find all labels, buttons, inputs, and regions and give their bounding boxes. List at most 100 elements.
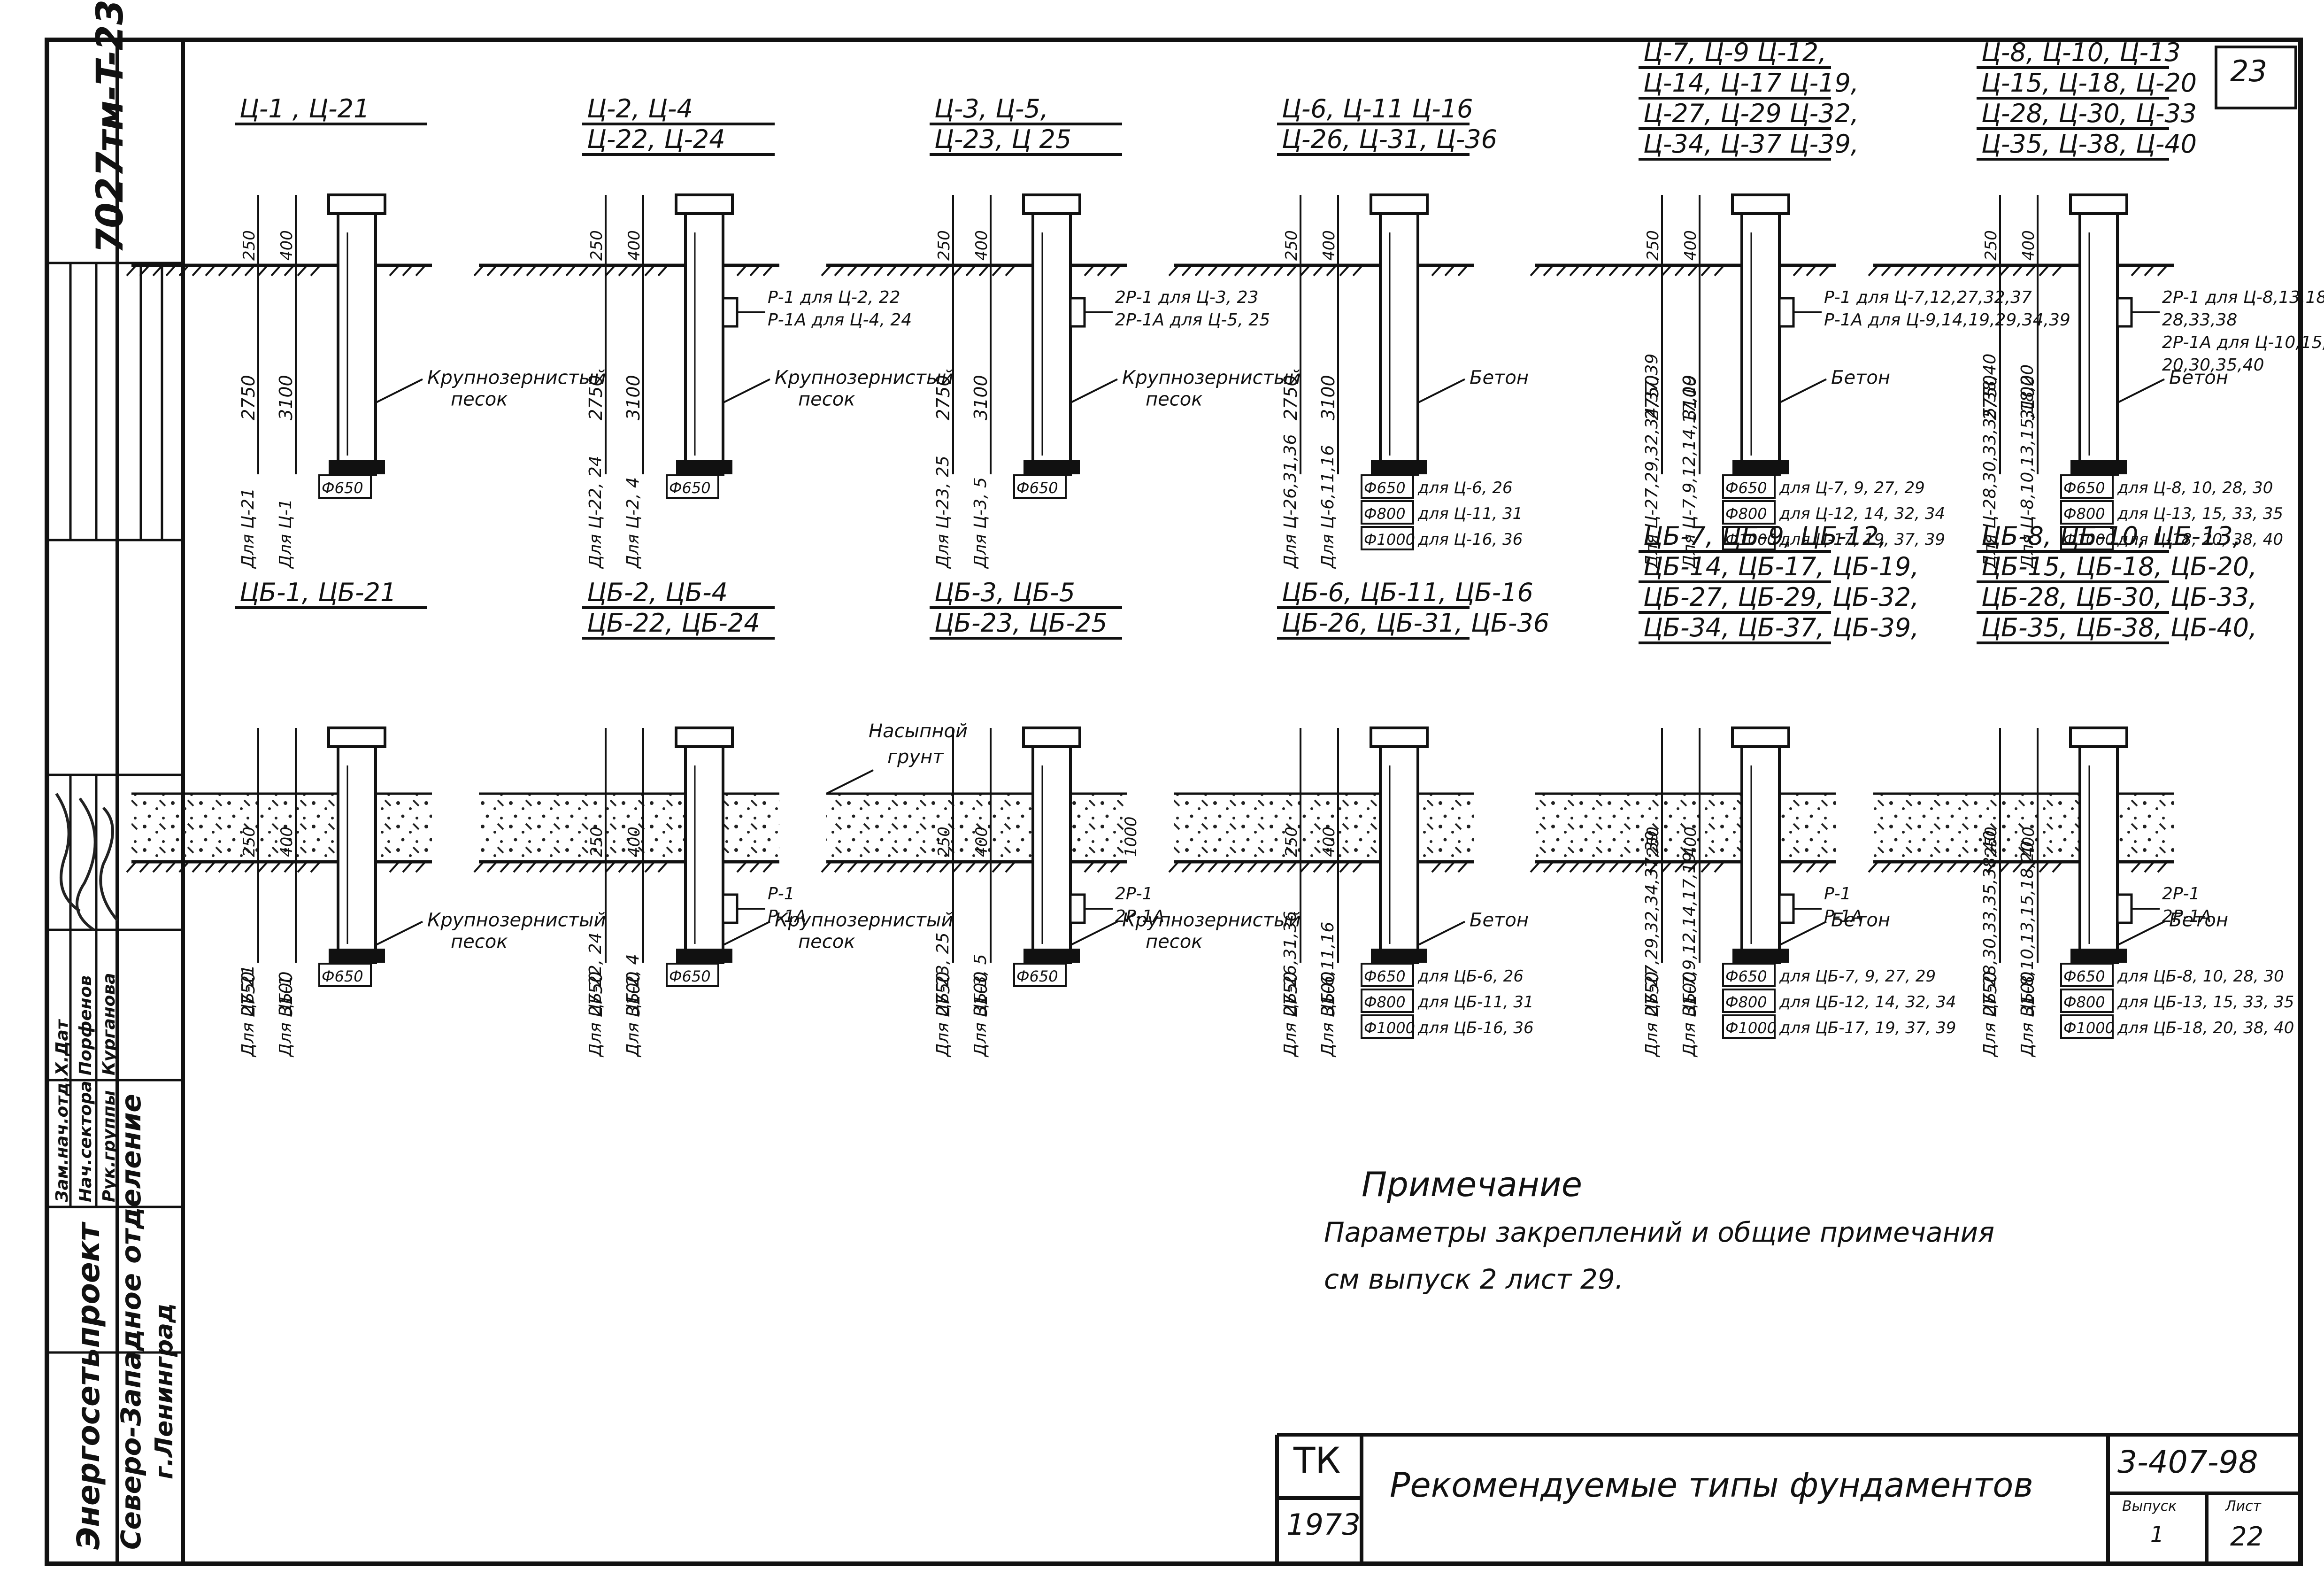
ground-hatch <box>1622 264 1633 277</box>
pile-head <box>1022 193 1081 215</box>
applicability-label: Для ЦБ-27,29,32,34,37,39 <box>1642 830 1662 1058</box>
rigel-label: Р-1А <box>1824 907 1862 926</box>
ground-hatch <box>834 861 845 873</box>
foundation-panel: ЦБ-7, ЦБ-9, ЦБ-12,ЦБ-14, ЦБ-17, ЦБ-19,ЦБ… <box>1530 521 1956 1058</box>
applicability-label: Для ЦБ-2, 4 <box>623 954 643 1058</box>
ground-hatch <box>618 264 629 277</box>
rigel-label: 2Р-1 для Ц-3, 23 <box>1115 288 1259 307</box>
project-code: 7027тм-T-23 <box>89 0 131 254</box>
ground-hatch <box>886 861 898 873</box>
ground-hatch <box>1530 264 1541 277</box>
dim-label: 3100 <box>1318 971 1339 1017</box>
diameter-label: Ф650 <box>1725 967 1767 985</box>
dim-label: 2750 <box>1980 971 2001 1017</box>
material-label: Крупнозернистый <box>1122 367 1301 389</box>
ground-hatch <box>1569 861 1580 873</box>
diameter-label: Ф800 <box>2063 505 2105 523</box>
ground-hatch <box>310 264 321 277</box>
diameter-label: Ф650 <box>1016 967 1058 985</box>
material-label: Бетон <box>1831 367 1890 389</box>
ground-hatch <box>1894 861 1905 873</box>
diameter-box <box>1361 474 1414 499</box>
panel-title: ЦБ-27, ЦБ-29, ЦБ-32, <box>1643 582 1919 612</box>
ground-hatch <box>900 861 911 873</box>
diameter-note: для ЦБ-16, 36 <box>1417 1019 1534 1037</box>
ground-hatch <box>244 264 255 277</box>
diameter-box <box>2060 500 2114 525</box>
diameter-box <box>1361 989 1414 1013</box>
panel-title: ЦБ-15, ЦБ-18, ЦБ-20, <box>1981 552 2257 581</box>
ground-hatch <box>1444 264 1455 277</box>
ground-hatch <box>1960 861 1971 873</box>
diameter-label: Ф1000 <box>1364 1019 1415 1037</box>
diameter-label: Ф650 <box>1725 479 1767 497</box>
diameter-box <box>1722 963 1776 987</box>
material-label: песок <box>451 389 508 410</box>
ground-hatch <box>1543 861 1554 873</box>
ground-hatch <box>389 264 400 277</box>
ground-hatch <box>821 861 832 873</box>
rigel-block <box>1069 297 1086 328</box>
fill-soil-label: Насыпной <box>869 720 968 742</box>
ground-hatch <box>1907 264 1918 277</box>
ground-hatch <box>657 861 669 873</box>
sheet-number: 22 <box>2230 1522 2264 1552</box>
diameter-label: Ф800 <box>2063 993 2105 1011</box>
fill-layer <box>1174 794 1474 862</box>
ground-hatch <box>1595 861 1607 873</box>
ground-hatch <box>1234 861 1245 873</box>
material-label: Бетон <box>1470 910 1529 931</box>
panel-title: ЦБ-35, ЦБ-38, ЦБ-40, <box>1981 613 2257 642</box>
fill-layer <box>479 794 779 862</box>
dim-label: 250 <box>1282 827 1301 857</box>
ground-hatch <box>152 264 163 277</box>
ground-hatch <box>402 264 413 277</box>
ground-hatch <box>749 861 761 873</box>
dim-label: 250 <box>587 230 606 261</box>
diameter-note: для Ц-16, 36 <box>1417 530 1523 549</box>
diameter-label: Ф800 <box>1364 505 1406 523</box>
ground-hatch <box>762 861 774 873</box>
diameter-label: Ф650 <box>322 967 363 985</box>
org-name: Энергосетьпроект <box>70 1223 107 1550</box>
ground-hatch <box>913 264 924 277</box>
diameter-label: Ф650 <box>1016 479 1058 497</box>
ground-hatch <box>1300 264 1311 277</box>
applicability-label: Для ЦБ-8,10,13,15,18,20 <box>2018 841 2037 1058</box>
material-leader <box>375 920 423 946</box>
ground-hatch <box>2144 861 2155 873</box>
ground-hatch <box>270 861 282 873</box>
ground-hatch <box>1326 861 1337 873</box>
diameter-note: для ЦБ-11, 31 <box>1417 993 1534 1012</box>
ground-hatch <box>1234 264 1245 277</box>
diameter-box <box>1722 1014 1776 1039</box>
ground-hatch <box>205 861 216 873</box>
panel-title: Ц-23, Ц 25 <box>934 124 1071 154</box>
ground-hatch <box>1221 861 1232 873</box>
panel-title: ЦБ-23, ЦБ-25 <box>934 608 1108 638</box>
rigel-label: Р-1А <box>768 907 806 926</box>
ground-hatch <box>1556 861 1567 873</box>
ground-hatch <box>860 861 871 873</box>
ground-hatch <box>1999 264 2010 277</box>
issue-label: Выпуск <box>2122 1498 2177 1515</box>
dim-label: 2750 <box>1280 971 1301 1017</box>
org-city: г.Ленинград <box>150 1303 178 1479</box>
ground-hatch <box>1806 861 1817 873</box>
ground-hatch <box>2025 264 2037 277</box>
ground-hatch <box>1933 861 1945 873</box>
ground-hatch <box>1674 861 1685 873</box>
fill-layer <box>131 794 432 862</box>
rigel-label: 2Р-1 <box>1115 884 1153 904</box>
panel-title: Ц-1 , Ц-21 <box>239 94 369 124</box>
diameter-label: Ф800 <box>1725 993 1767 1011</box>
ground-hatch <box>1819 861 1830 873</box>
ground-hatch <box>1286 264 1298 277</box>
ground-hatch <box>873 264 885 277</box>
pile-head <box>327 193 386 215</box>
ground-hatch <box>415 861 426 873</box>
pile-head <box>1022 726 1081 748</box>
diameter-note: для Ц-12, 14, 32, 34 <box>1779 504 1945 523</box>
